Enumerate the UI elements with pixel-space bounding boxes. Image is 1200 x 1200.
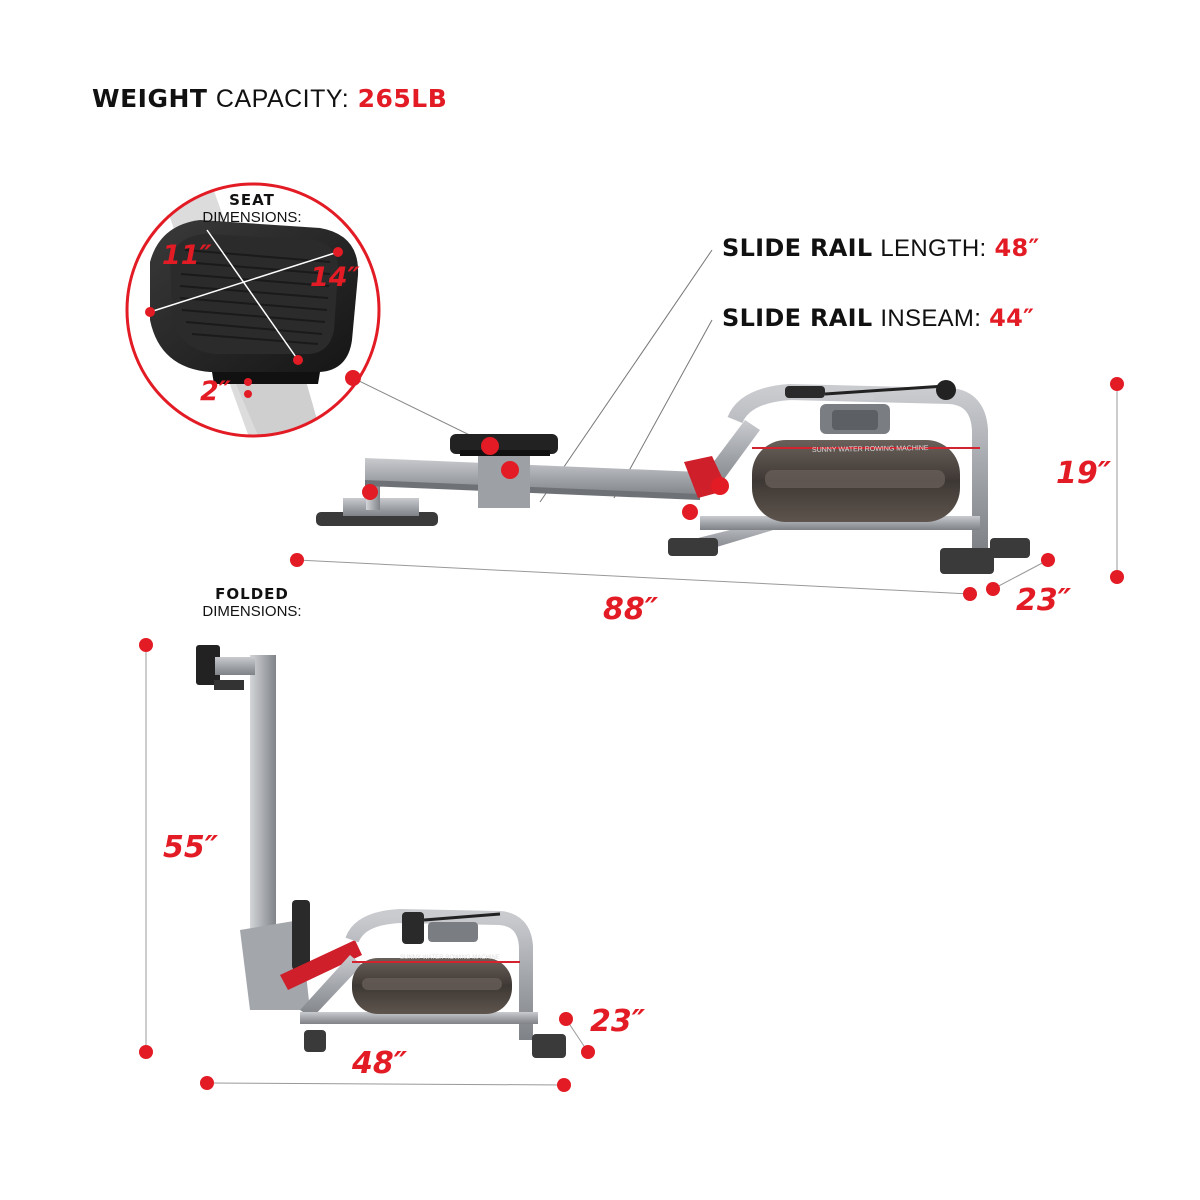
weight-capacity-heading: WEIGHT CAPACITY: 265LB — [92, 84, 448, 113]
folded-height-label: 55″ — [163, 830, 219, 865]
folded-width-label: 23″ — [590, 1004, 646, 1039]
seat-height-label: 2″ — [200, 376, 231, 407]
folded-length-label: 48″ — [352, 1046, 408, 1081]
unfolded-width-label: 23″ — [1016, 583, 1072, 618]
seat-length-label: 14″ — [310, 262, 360, 293]
rower-unfolded — [290, 249, 1124, 601]
folded-dimensions-label: FOLDED DIMENSIONS: — [202, 585, 302, 621]
seat-dimensions-label: SEAT DIMENSIONS: — [202, 191, 302, 227]
tank-brand-text-folded: SUNNY WATER ROWING MACHINE — [400, 955, 500, 961]
slide-rail-length-label: SLIDE RAIL LENGTH: 48″ — [722, 234, 1040, 262]
slide-rail-inseam-label: SLIDE RAIL INSEAM: 44″ — [722, 304, 1035, 332]
unfolded-height-label: 19″ — [1056, 456, 1112, 491]
unfolded-length-label: 88″ — [603, 592, 659, 627]
seat-width-label: 11″ — [162, 240, 212, 271]
seat-inset — [125, 182, 489, 445]
rower-folded — [139, 638, 595, 1092]
